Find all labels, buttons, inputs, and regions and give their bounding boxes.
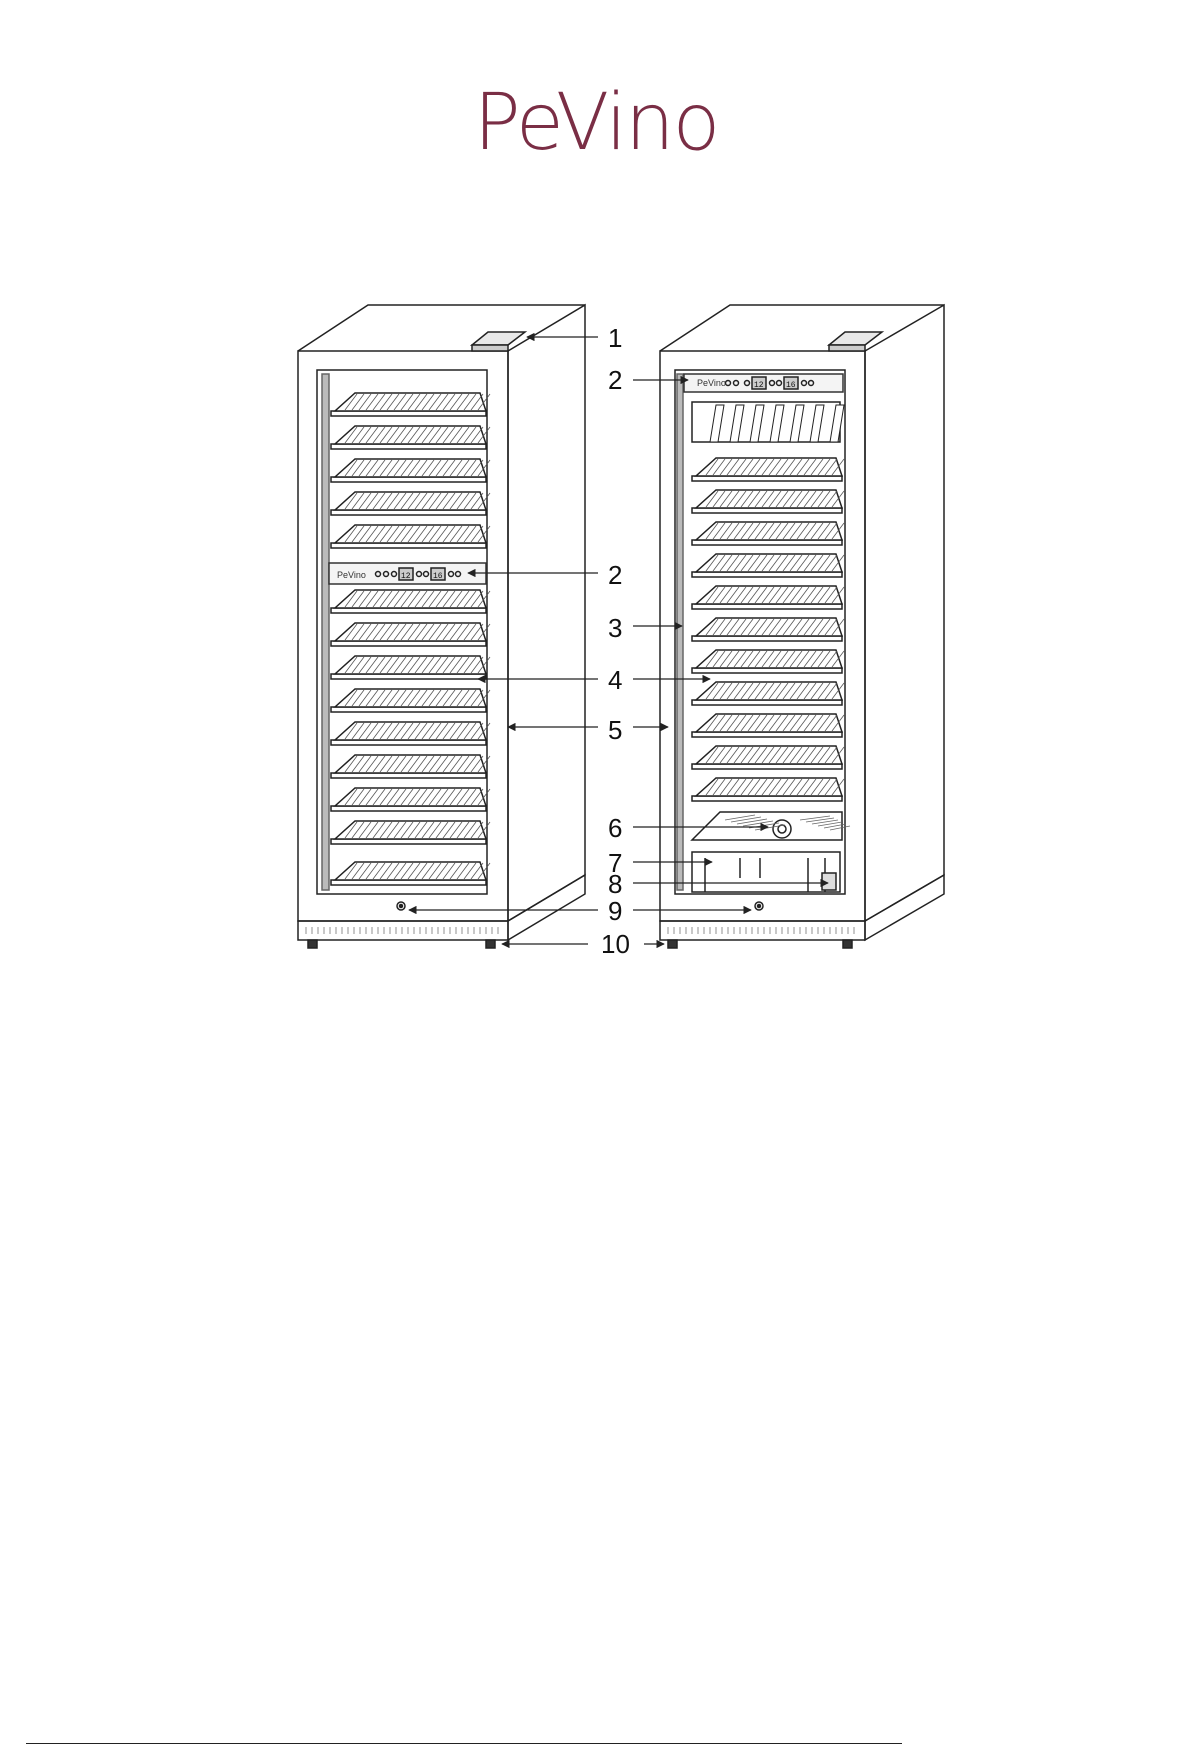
callout-5: 5: [608, 715, 622, 745]
left-display-right: 16: [433, 572, 443, 581]
right-control-panel: PeVino 12 16: [684, 374, 843, 392]
left-shelf-6: [331, 590, 490, 613]
callout-1: 1: [608, 323, 622, 353]
left-cabinet: PeVino 12 16: [298, 305, 585, 948]
right-shelf-6: [692, 618, 844, 641]
left-cabinet-side: [508, 305, 585, 921]
left-shelf-14: [331, 862, 490, 885]
right-base-grille: [660, 875, 944, 940]
right-display-left: 12: [754, 381, 764, 390]
left-door-gasket: [322, 374, 329, 890]
right-shelves: [692, 458, 844, 801]
left-cabinet-top: [298, 305, 585, 351]
right-cabinet-side: [865, 305, 944, 921]
left-shelf-8: [331, 656, 490, 679]
left-shelf-5: [331, 525, 490, 548]
left-display-left: 12: [401, 572, 411, 581]
left-shelf-3: [331, 459, 490, 482]
footer-rule: [26, 1743, 902, 1744]
left-shelves: [331, 393, 490, 885]
right-bottom-compartment: [692, 852, 840, 892]
right-shelf-7: [692, 650, 844, 673]
callout-8: 8: [608, 869, 622, 899]
left-shelf-4: [331, 492, 490, 515]
left-shelf-13: [331, 821, 490, 844]
left-control-panel: PeVino 12 16: [329, 563, 486, 584]
callout-4: 4: [608, 665, 622, 695]
right-foot-front-right: [843, 940, 852, 948]
right-lock-keyhole: [758, 905, 761, 908]
left-lock-keyhole: [400, 905, 403, 908]
right-shelf-11: [692, 778, 844, 801]
right-cabinet: PeVino 12 16: [660, 305, 944, 948]
right-shelf-2: [692, 490, 844, 513]
right-shelf-5: [692, 586, 844, 609]
callout-10: 10: [601, 929, 630, 959]
callout-9: 9: [608, 896, 622, 926]
right-foot-front-left: [668, 940, 677, 948]
right-shelf-3: [692, 522, 844, 545]
right-shelf-10: [692, 746, 844, 769]
callout-2-middle: 2: [608, 560, 622, 590]
left-top-hinge: [472, 332, 525, 351]
left-panel-brand: PeVino: [337, 570, 366, 580]
left-shelf-9: [331, 689, 490, 712]
left-shelf-2: [331, 426, 490, 449]
left-foot-front-right: [486, 940, 495, 948]
fan-icon: [773, 820, 791, 838]
right-shelf-8: [692, 682, 844, 705]
right-panel-brand: PeVino: [697, 378, 726, 388]
left-shelf-10: [331, 722, 490, 745]
right-shelf-1: [692, 458, 844, 481]
right-shelf-9: [692, 714, 844, 737]
callout-6: 6: [608, 813, 622, 843]
left-foot-front-left: [308, 940, 317, 948]
left-shelf-12: [331, 788, 490, 811]
left-shelf-7: [331, 623, 490, 646]
right-cabinet-top: [660, 305, 944, 351]
callout-3: 3: [608, 613, 622, 643]
left-shelf-1: [331, 393, 490, 416]
right-fan-panel: [692, 812, 850, 840]
callout-numbers: 1 2 2 3 4 5 6 7 8 9 10: [601, 323, 630, 959]
right-door-gasket: [677, 374, 683, 890]
right-top-hinge: [829, 332, 882, 351]
right-top-bottle-rack: [692, 402, 844, 442]
right-shelf-4: [692, 554, 844, 577]
left-shelf-11: [331, 755, 490, 778]
callout-2-top: 2: [608, 365, 622, 395]
sensor-icon: [822, 873, 836, 890]
right-display-right: 16: [786, 381, 796, 390]
